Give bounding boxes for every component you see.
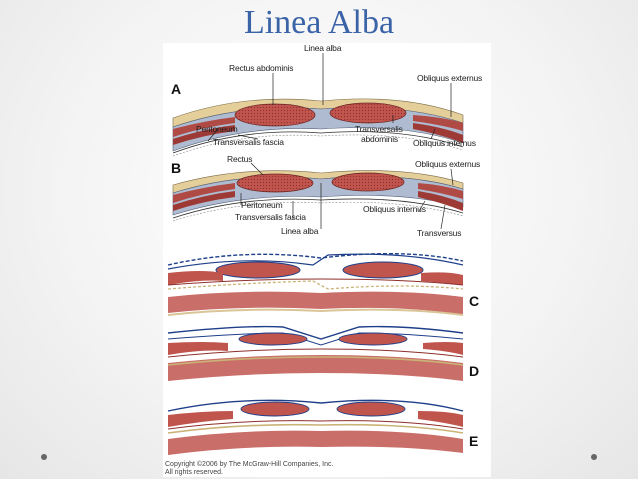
label-a-peritoneum: Peritoneum (196, 124, 238, 134)
slide-nav-right-dot[interactable] (591, 454, 597, 460)
panel-label-b: B (171, 160, 182, 176)
label-b-transversus: Transversus (417, 228, 462, 238)
panel-b-drawing (172, 162, 464, 230)
label-a-transversalis: Transversalis (355, 124, 403, 134)
label-a-linea-alba: Linea alba (304, 43, 342, 53)
slide-nav-left-dot[interactable] (41, 454, 47, 460)
panel-c-drawing (167, 252, 464, 316)
anatomy-diagram (167, 53, 464, 455)
linea-alba-figure: A B C D E Rectus abdominis Linea alba Ob… (163, 43, 491, 477)
panel-a-drawing (172, 53, 464, 157)
panel-e-drawing (167, 399, 464, 455)
panel-label-e: E (469, 433, 479, 449)
label-a-obliquus-externus: Obliquus externus (417, 73, 483, 83)
label-a-rectus-abdominis: Rectus abdominis (229, 63, 294, 73)
copyright-notice: Copyright ©2006 by The McGraw-Hill Compa… (165, 461, 333, 477)
label-b-obliquus-internus: Obliquus internus (363, 204, 426, 214)
label-a-transversalis-fascia: Transversalis fascia (213, 137, 284, 147)
label-a-obliquus-internus: Obliquus internus (413, 138, 476, 148)
label-b-obliquus-externus: Obliquus externus (415, 159, 481, 169)
panel-label-d: D (469, 363, 480, 379)
copyright-line-2: All rights reserved. (165, 469, 223, 477)
panel-label-a: A (171, 81, 182, 97)
copyright-line-1: Copyright ©2006 by The McGraw-Hill Compa… (165, 461, 334, 468)
panel-d-drawing (167, 325, 464, 381)
label-b-transversalis-fascia: Transversalis fascia (235, 212, 306, 222)
label-b-peritoneum: Peritoneum (241, 200, 283, 210)
label-a-abdominis: abdominis (361, 134, 398, 144)
label-b-rectus: Rectus (227, 154, 253, 164)
label-b-linea-alba: Linea alba (281, 226, 319, 236)
slide-title: Linea Alba (243, 4, 395, 41)
panel-label-c: C (469, 293, 480, 309)
